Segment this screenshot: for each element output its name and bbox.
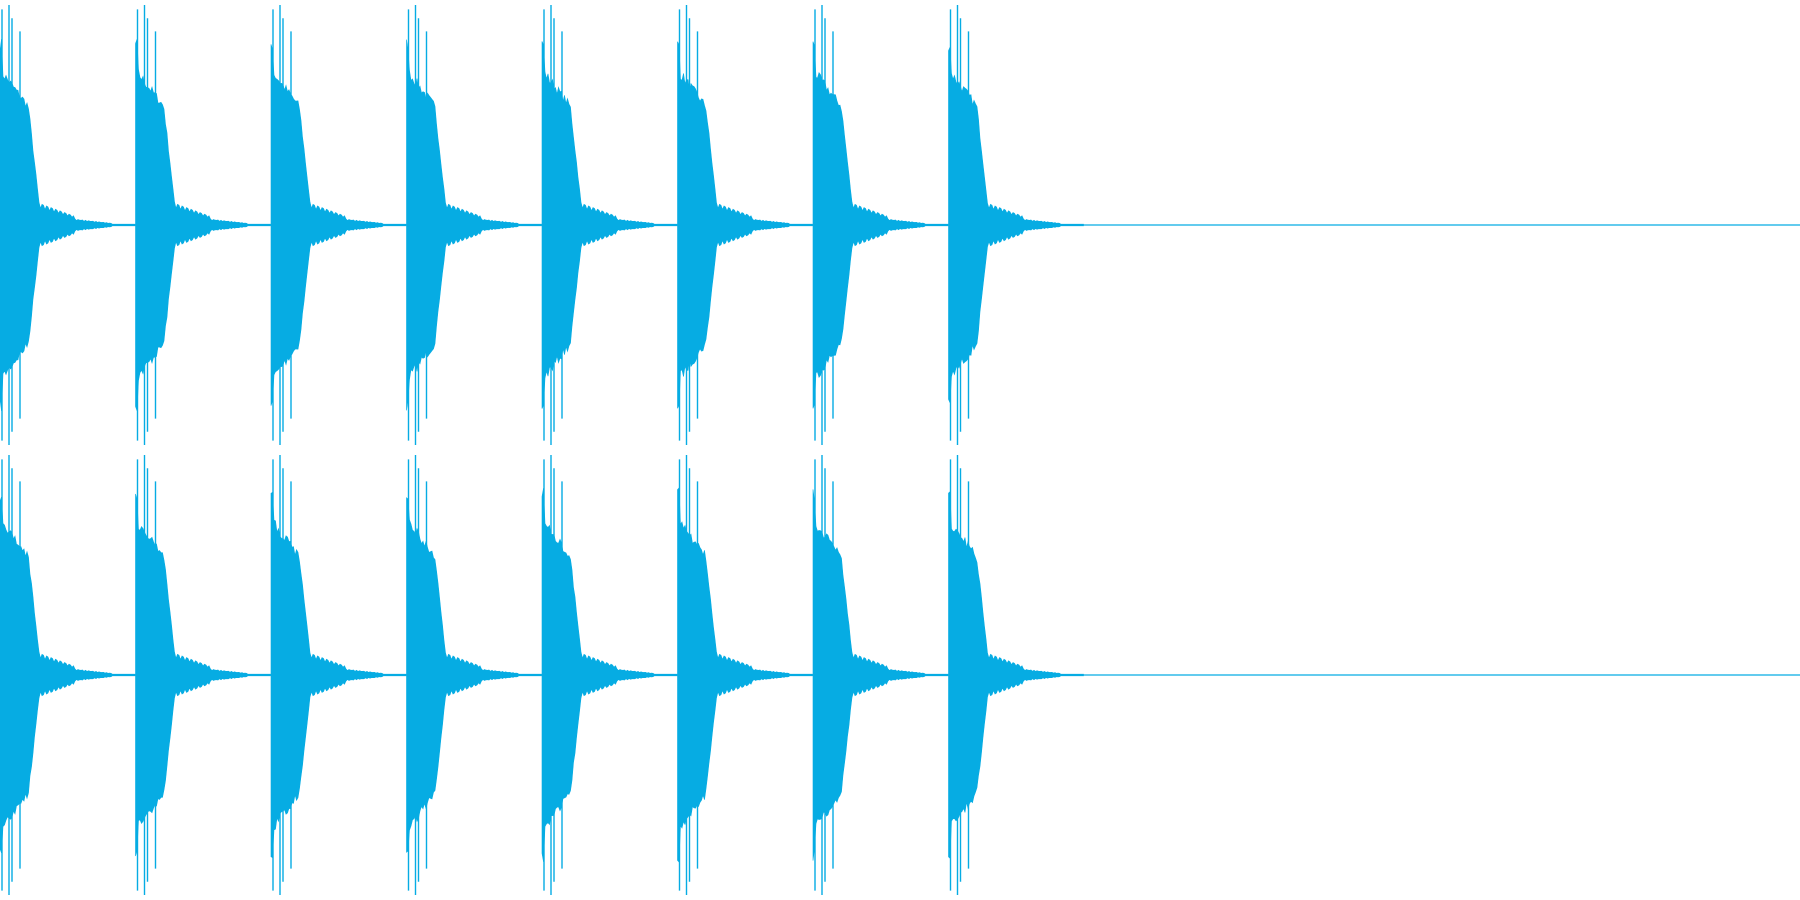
waveform-burst <box>0 38 136 412</box>
waveform-burst <box>948 47 1084 403</box>
waveform-burst <box>135 39 271 411</box>
channel-right-waveform <box>0 455 1800 895</box>
waveform-burst <box>812 489 949 861</box>
waveform-burst <box>406 497 542 853</box>
waveform-burst <box>541 488 678 862</box>
waveform-burst <box>406 39 542 411</box>
waveform-burst <box>948 491 1084 859</box>
waveform-burst <box>541 41 678 409</box>
waveform-burst <box>677 41 813 409</box>
waveform-burst <box>812 41 949 409</box>
channel-left-waveform <box>0 5 1800 445</box>
waveform-burst <box>135 493 271 857</box>
waveform-burst <box>270 491 407 859</box>
waveform-burst <box>677 487 813 863</box>
waveform-burst <box>0 496 136 854</box>
waveform-burst <box>270 44 407 406</box>
